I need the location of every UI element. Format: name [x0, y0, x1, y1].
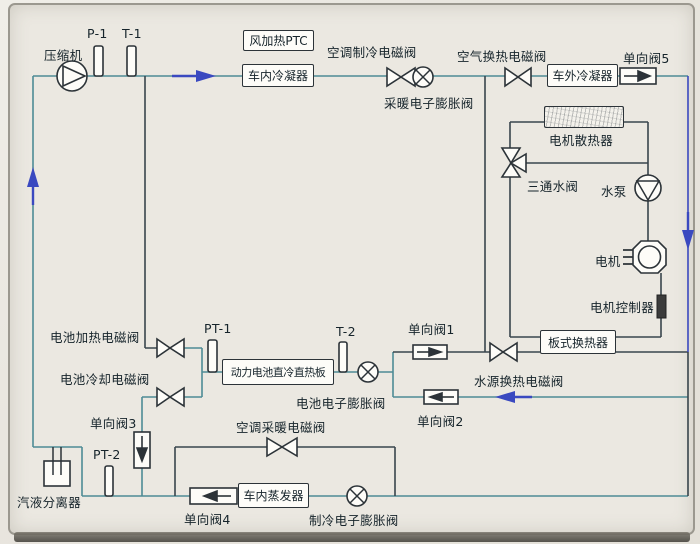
flow-arrow-right-icon: [172, 70, 216, 82]
flow-arrow-down-icon: [682, 212, 694, 250]
separator-icon: [43, 447, 71, 487]
battery-heat-solenoid-valve-icon: [156, 337, 185, 359]
heating-eev-label: 采暖电子膨胀阀: [384, 96, 474, 111]
three-way-valve-icon: [500, 147, 527, 178]
three-way-valve-label: 三通水阀: [527, 179, 579, 194]
heating-eev-valve-icon: [412, 66, 434, 88]
check-valve-5-label: 单向阀5: [623, 51, 670, 66]
cooling-eev-label: 制冷电子膨胀阀: [309, 513, 399, 528]
battery-cool-solenoid-valve-icon: [156, 386, 185, 408]
air-hx-solenoid-valve-icon: [504, 66, 532, 88]
battery-eev-label: 电池电子膨胀阀: [296, 396, 386, 411]
flow-arrow-left-icon: [495, 391, 532, 403]
ac-cooling-solenoid-label: 空调制冷电磁阀: [327, 45, 417, 60]
motor-icon: [623, 240, 667, 274]
compressor-label: 压缩机: [44, 48, 83, 63]
sensor-pt1-label: PT-1: [204, 321, 232, 336]
cabin-evaporator-box: 车内蒸发器: [238, 483, 309, 508]
water-pump-label: 水泵: [601, 184, 627, 199]
battery-cool-solenoid-label: 电池冷却电磁阀: [60, 372, 150, 387]
check-valve-1-icon: [412, 344, 448, 360]
flow-arrow-up-icon: [27, 167, 39, 205]
motor-radiator-box: [544, 106, 624, 128]
sensor-p1-icon: [93, 45, 104, 77]
motor-radiator-label: 电机散热器: [549, 133, 614, 148]
check-valve-3-icon: [133, 431, 151, 469]
water-source-solenoid-valve-icon: [489, 341, 518, 363]
ac-heating-solenoid-valve-icon: [266, 436, 298, 458]
ptc-heater-box: 风加热PTC: [243, 30, 314, 51]
ac-heating-solenoid-label: 空调采暖电磁阀: [236, 420, 326, 435]
sensor-p1-label: P-1: [87, 26, 108, 41]
sensor-t1-label: T-1: [122, 26, 142, 41]
sensor-t2-icon: [338, 341, 348, 373]
sensor-pt2-icon: [104, 465, 114, 497]
motor-controller-icon: [656, 294, 667, 319]
sensor-pt1-icon: [207, 339, 218, 373]
air-hx-solenoid-label: 空气换热电磁阀: [457, 49, 547, 64]
check-valve-2-icon: [423, 389, 459, 405]
battery-eev-valve-icon: [357, 361, 379, 383]
check-valve-5-icon: [619, 67, 657, 85]
check-valve-1-label: 单向阀1: [408, 322, 455, 337]
branch-and-water-pipes: [144, 76, 689, 496]
water-source-solenoid-label: 水源换热电磁阀: [474, 374, 564, 389]
ac-cooling-solenoid-valve-icon: [386, 66, 416, 88]
cooling-eev-valve-icon: [346, 485, 368, 507]
check-valve-2-label: 单向阀2: [417, 414, 464, 429]
motor-controller-label: 电机控制器: [590, 300, 655, 315]
check-valve-4-icon: [189, 487, 238, 505]
separator-label: 汽液分离器: [17, 495, 82, 510]
water-pump-icon: [634, 174, 662, 202]
check-valve-3-label: 单向阀3: [90, 416, 137, 431]
battery-plate-box: 动力电池直冷直热板: [222, 359, 334, 385]
sensor-t2-label: T-2: [336, 324, 356, 339]
check-valve-4-label: 单向阀4: [184, 512, 231, 527]
compressor-icon: [56, 60, 88, 92]
battery-heat-solenoid-label: 电池加热电磁阀: [50, 330, 140, 345]
plate-heat-exchanger-box: 板式换热器: [540, 330, 616, 354]
sensor-pt2-label: PT-2: [93, 447, 121, 462]
motor-label: 电机: [595, 254, 621, 269]
photo-bottom-shadow: [14, 532, 690, 542]
cabin-condenser-box: 车内冷凝器: [242, 64, 314, 87]
sensor-t1-icon: [126, 45, 137, 77]
exterior-condenser-box: 车外冷凝器: [547, 64, 618, 87]
